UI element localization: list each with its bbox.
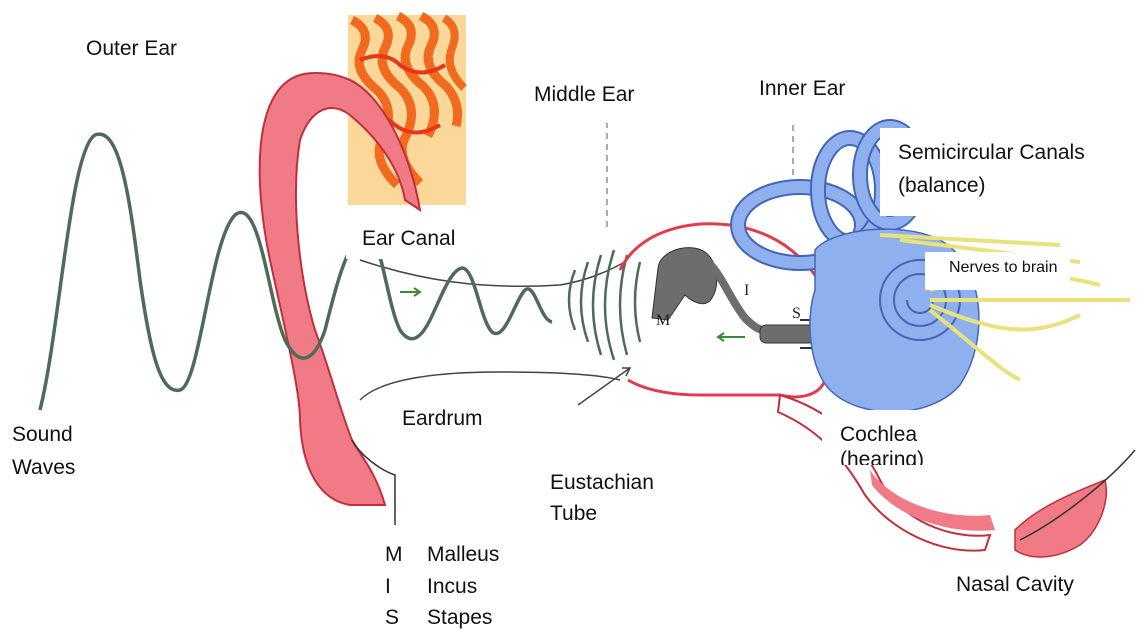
inner-ear-label: Inner Ear bbox=[740, 72, 864, 109]
sound-wave-arcs bbox=[569, 250, 640, 360]
nerves-label: Nerves to brain bbox=[925, 252, 1070, 290]
ear-canal-label: Ear Canal bbox=[346, 218, 471, 259]
sound-waves-label-line1: Sound bbox=[12, 422, 73, 447]
middle-ear-label: Middle Ear bbox=[520, 78, 648, 123]
incus-marker: I bbox=[744, 282, 749, 300]
legend-key: I bbox=[385, 574, 427, 599]
malleus-marker: M bbox=[656, 312, 670, 330]
stapes-marker: S bbox=[792, 305, 801, 323]
eardrum-label: Eardrum bbox=[384, 398, 499, 461]
semicircular-canals-label-line1: Semicircular Canals bbox=[880, 128, 1097, 165]
sound-waves-label-line2: Waves bbox=[12, 455, 75, 480]
outer-ear-label: Outer Ear bbox=[68, 26, 195, 71]
eardrum-pointer bbox=[578, 368, 630, 405]
eustachian-tube-label-line2: Tube bbox=[527, 495, 731, 525]
legend-value: Incus bbox=[427, 574, 477, 599]
nasal-cavity-label: Nasal Cavity bbox=[936, 562, 1108, 611]
cochlea-label-line1: Cochlea bbox=[822, 410, 1027, 447]
legend-row: S Stapes bbox=[385, 605, 492, 630]
ear-canal-arrow bbox=[400, 288, 420, 296]
legend-value: Malleus bbox=[427, 542, 499, 567]
cochlea-label-line2: (hearing) bbox=[822, 447, 1077, 465]
legend-key: S bbox=[385, 605, 427, 630]
legend-key: M bbox=[385, 542, 427, 567]
eustachian-tube-fill bbox=[870, 470, 995, 531]
legend-value: Stapes bbox=[427, 605, 492, 630]
stapes-arrow bbox=[718, 333, 745, 341]
semicircular-canals-label-line2: (balance) bbox=[880, 165, 1141, 216]
eustachian-tube-label-line1: Eustachian bbox=[527, 462, 704, 495]
